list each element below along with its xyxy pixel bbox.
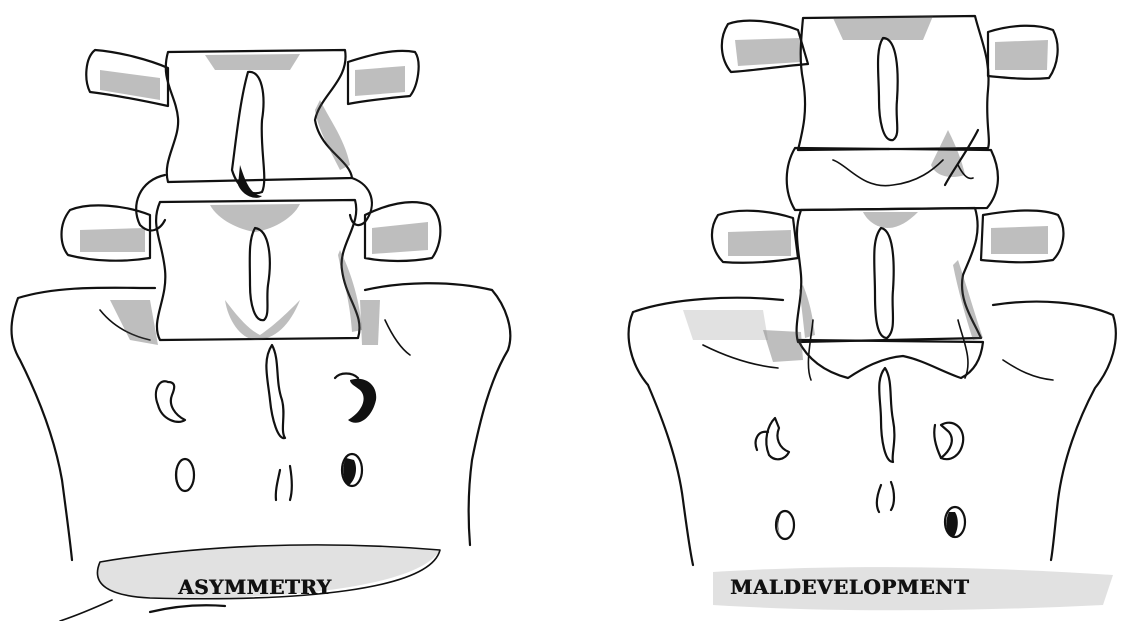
sacral-foramina — [156, 374, 376, 501]
lower-vertebra-left-process — [712, 211, 798, 263]
upper-vertebra-right-process — [988, 26, 1058, 79]
right-facet-joint — [350, 178, 372, 225]
asymmetry-caption: ASYMMETRY — [178, 575, 331, 599]
upper-vertebra-left-process — [722, 21, 808, 72]
sacrum — [12, 283, 511, 560]
lower-vertebra-right-process — [981, 210, 1063, 262]
sacrum — [629, 298, 1116, 565]
asymmetry-drawing — [0, 0, 563, 621]
upper-vertebra-left-process — [86, 50, 168, 106]
maldevelopment-panel: MALDEVELOPMENT — [563, 0, 1126, 621]
lower-disc-region — [798, 340, 983, 378]
sacral-foramina — [756, 418, 965, 539]
lower-spinous-process — [250, 228, 270, 320]
maldevelopment-caption: MALDEVELOPMENT — [730, 575, 969, 599]
lower-vertebra-right-process — [365, 202, 440, 261]
lower-spinous-process — [874, 228, 893, 338]
lower-vertebra-body — [797, 208, 983, 342]
middle-disc-region — [787, 148, 998, 210]
upper-spinous-process — [878, 38, 898, 140]
asymmetry-panel: ASYMMETRY — [0, 0, 563, 621]
maldevelopment-drawing — [563, 0, 1126, 621]
upper-vertebra-body — [166, 50, 352, 182]
upper-vertebra-right-process — [348, 51, 419, 104]
upper-vertebra-body — [798, 16, 989, 177]
upper-spinous-process — [232, 72, 264, 193]
